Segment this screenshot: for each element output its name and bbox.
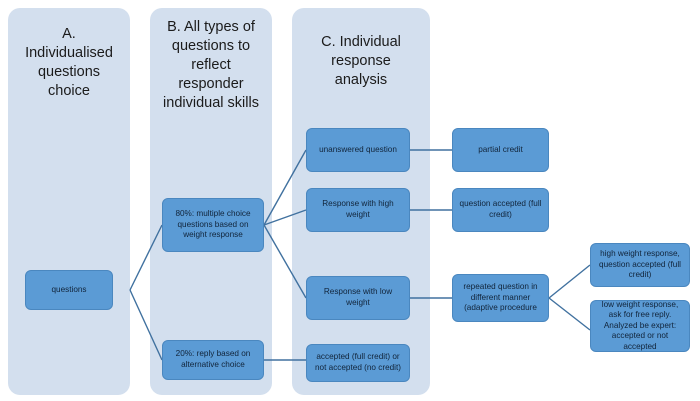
node-low-weight-response-expert[interactable]: low weight response, ask for free reply.…	[590, 300, 690, 352]
connector-repeated-to-high-weight-response	[548, 264, 591, 299]
panel-a-individualised-questions-choice	[8, 8, 130, 395]
panel-b-title: B. All types of questions to reflect res…	[163, 19, 259, 111]
node-accepted-or-not-accepted[interactable]: accepted (full credit) or not accepted (…	[306, 344, 410, 382]
node-response-high-weight[interactable]: Response with high weight	[306, 188, 410, 232]
node-high-weight-response-label: high weight response, question accepted …	[599, 249, 681, 280]
node-multiple-choice-label: 80%: multiple choice questions based on …	[175, 209, 251, 240]
node-response-high-weight-label: Response with high weight	[322, 199, 394, 219]
node-unanswered-label: unanswered question	[319, 144, 397, 154]
node-alternative-choice-label: 20%: reply based on alternative choice	[175, 349, 251, 369]
node-questions[interactable]: questions	[25, 270, 113, 310]
node-multiple-choice-questions[interactable]: 80%: multiple choice questions based on …	[162, 198, 264, 252]
node-question-accepted-label: question accepted (full credit)	[459, 199, 542, 219]
node-accepted-or-not-label: accepted (full credit) or not accepted (…	[314, 352, 402, 372]
node-low-weight-response-label: low weight response, ask for free reply.…	[601, 299, 679, 351]
panel-a-title: A. Individualised questions choice	[25, 26, 113, 99]
node-partial-credit-label: partial credit	[478, 144, 523, 154]
node-repeated-question-label: repeated question in different manner (a…	[463, 282, 538, 313]
connector-repeated-to-low-weight-response	[548, 297, 591, 331]
node-unanswered-question[interactable]: unanswered question	[306, 128, 410, 172]
node-question-accepted-full-credit[interactable]: question accepted (full credit)	[452, 188, 549, 232]
node-repeated-question-adaptive[interactable]: repeated question in different manner (a…	[452, 274, 549, 322]
node-high-weight-response-accepted[interactable]: high weight response, question accepted …	[590, 243, 690, 287]
node-response-low-weight[interactable]: Response with low weight	[306, 276, 410, 320]
node-response-low-weight-label: Response with low weight	[323, 287, 393, 307]
node-alternative-choice-reply[interactable]: 20%: reply based on alternative choice	[162, 340, 264, 380]
node-questions-label: questions	[51, 284, 87, 294]
node-partial-credit[interactable]: partial credit	[452, 128, 549, 172]
panel-c-title: C. Individual response analysis	[321, 34, 401, 88]
